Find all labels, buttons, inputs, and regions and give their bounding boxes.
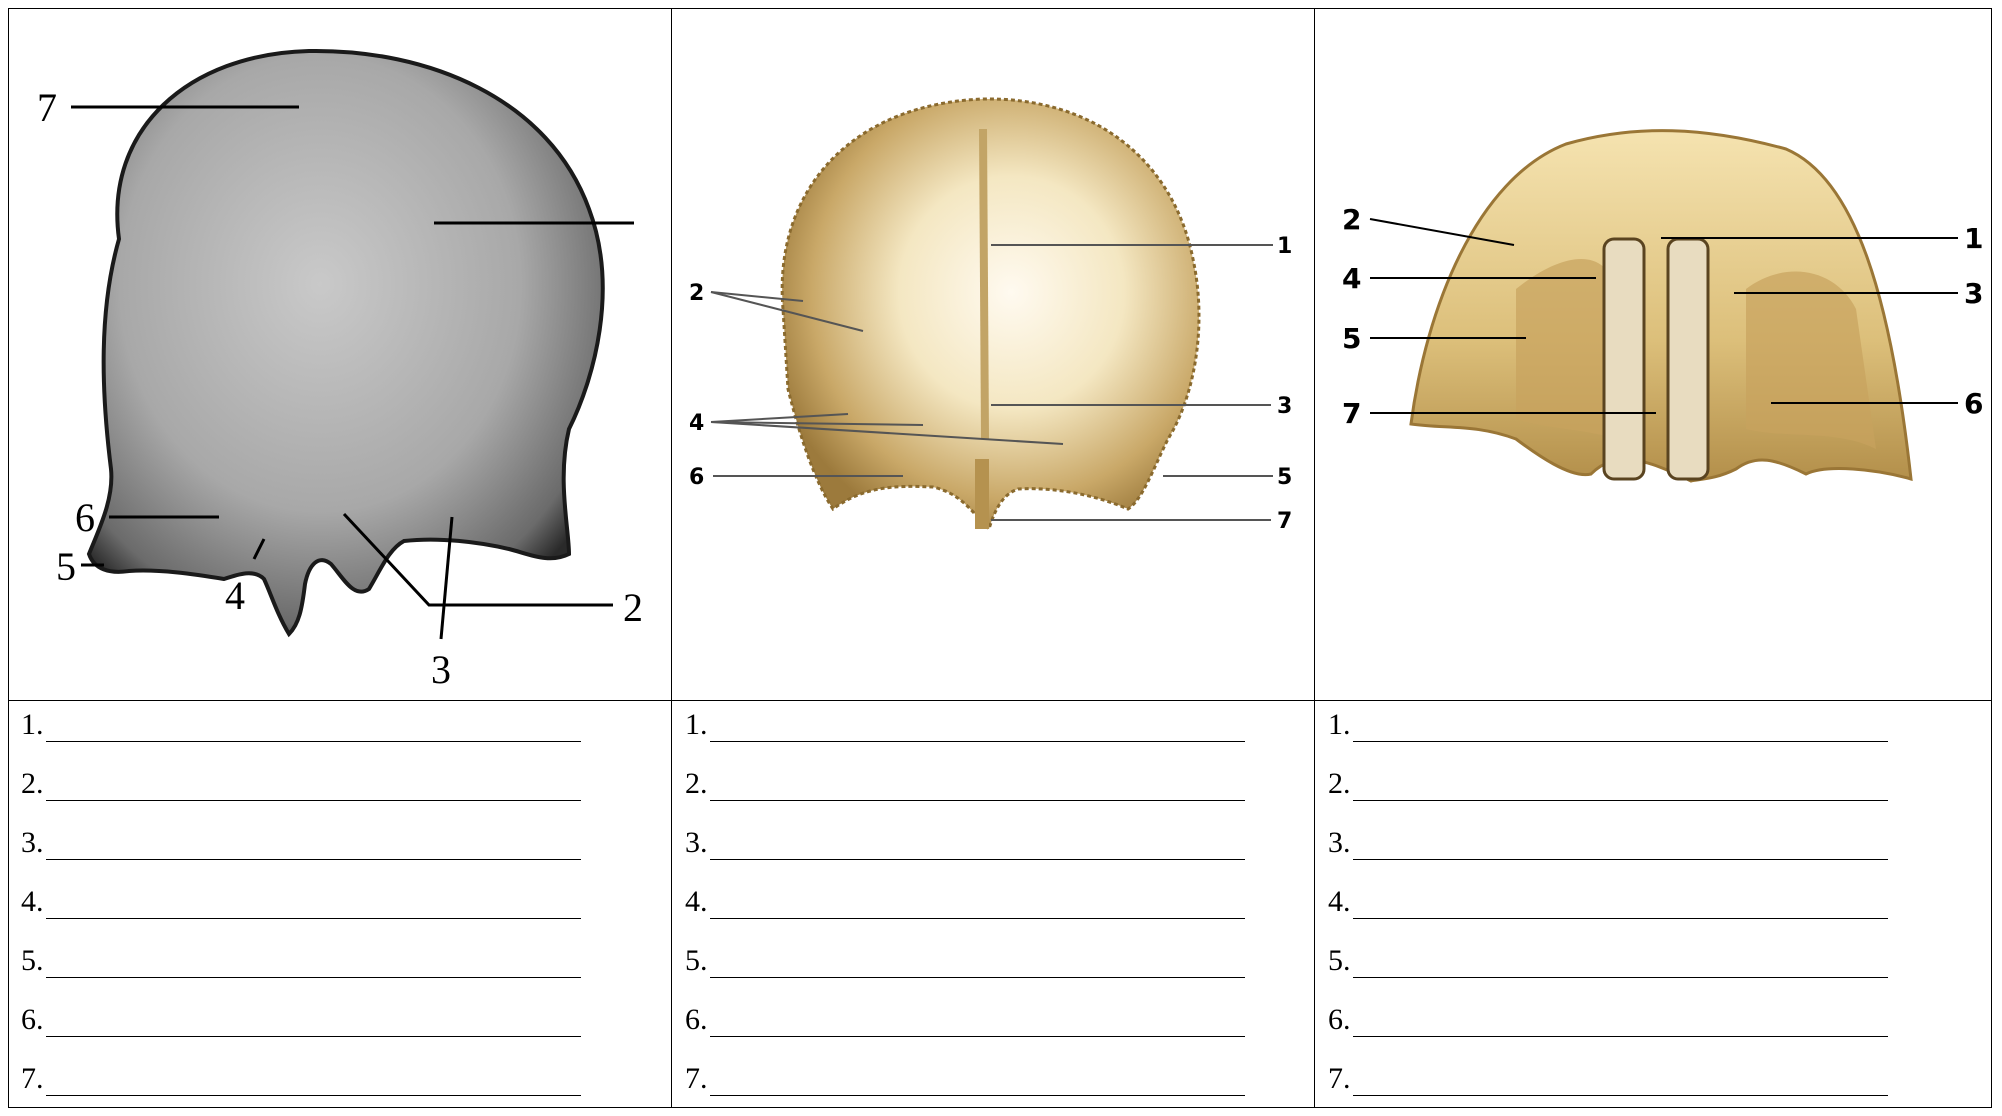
figure-cell-3: 2 4 5 7 1 3 6 [1316, 9, 1993, 700]
figure-label: 6 [1964, 387, 1983, 420]
answer-row: 4. [21, 879, 581, 919]
answer-row: 6. [685, 997, 1245, 1037]
answer-row: 6. [1328, 997, 1888, 1037]
figure-label: 7 [1342, 397, 1361, 430]
answer-row: 5. [1328, 938, 1888, 978]
answer-blank[interactable] [46, 949, 581, 978]
frontal-bone-external-figure: 7 6 5 4 3 2 [9, 9, 671, 700]
frontal-crest [983, 129, 985, 439]
answer-blank[interactable] [1353, 890, 1888, 919]
answer-blank[interactable] [46, 1067, 581, 1096]
answer-row: 2. [1328, 761, 1888, 801]
figure-label: 1 [1277, 234, 1292, 259]
answer-row: 7. [685, 1056, 1245, 1096]
answer-blank[interactable] [46, 772, 581, 801]
answer-row: 4. [685, 879, 1245, 919]
figure-label: 2 [689, 281, 704, 306]
figure-label: 6 [75, 495, 95, 540]
column-divider [1314, 9, 1315, 1107]
answer-blank[interactable] [710, 949, 1245, 978]
figure-label: 4 [689, 411, 704, 436]
figure-label: 5 [1277, 465, 1292, 490]
figure-label: 7 [1277, 509, 1292, 534]
ethmoidal-notch-right [1668, 239, 1708, 479]
figure-label: 1 [1964, 222, 1983, 255]
figure-label: 6 [689, 465, 704, 490]
answer-row: 5. [685, 938, 1245, 978]
answer-row: 2. [685, 761, 1245, 801]
answer-row: 3. [21, 820, 581, 860]
answer-blank[interactable] [1353, 949, 1888, 978]
answer-column-1: 1. 2. 3. 4. 5. 6. 7. [9, 702, 671, 1107]
frontal-bone-inferior-figure: 2 4 5 7 1 3 6 [1316, 9, 1993, 700]
answer-blank[interactable] [710, 1067, 1245, 1096]
figure-cell-2: 1 2 3 4 5 6 7 [673, 9, 1314, 700]
answer-row: 4. [1328, 879, 1888, 919]
answer-row: 1. [21, 702, 581, 742]
figure-label: 5 [56, 544, 76, 589]
answer-blank[interactable] [710, 1008, 1245, 1037]
answer-blank[interactable] [710, 772, 1245, 801]
answer-row: 6. [21, 997, 581, 1037]
answer-blank[interactable] [46, 713, 581, 742]
foramen-cecum [975, 459, 989, 529]
figure-cell-1: 7 6 5 4 3 2 [9, 9, 671, 700]
figure-label: 2 [623, 585, 643, 630]
answer-blank[interactable] [710, 713, 1245, 742]
answer-row: 2. [21, 761, 581, 801]
answer-column-3: 1. 2. 3. 4. 5. 6. 7. [1316, 702, 1993, 1107]
answer-blank[interactable] [710, 890, 1245, 919]
answer-row: 1. [685, 702, 1245, 742]
ethmoidal-notch-left [1604, 239, 1644, 479]
answer-blank[interactable] [1353, 713, 1888, 742]
answer-row: 3. [1328, 820, 1888, 860]
answer-row: 5. [21, 938, 581, 978]
figure-label: 3 [431, 647, 451, 692]
answer-blank[interactable] [1353, 1008, 1888, 1037]
answer-row: 1. [1328, 702, 1888, 742]
bone-shape [89, 51, 603, 634]
figure-label: 4 [1342, 262, 1361, 295]
answer-blank[interactable] [710, 831, 1245, 860]
figure-label: 3 [1277, 394, 1292, 419]
answer-blank[interactable] [46, 831, 581, 860]
answer-blank[interactable] [1353, 831, 1888, 860]
answer-row: 7. [21, 1056, 581, 1096]
bone-shape [782, 99, 1199, 529]
row-divider [9, 700, 1991, 701]
column-divider [671, 9, 672, 1107]
figure-label: 7 [37, 85, 57, 130]
answer-column-2: 1. 2. 3. 4. 5. 6. 7. [673, 702, 1314, 1107]
frontal-bone-internal-figure: 1 2 3 4 5 6 7 [673, 9, 1314, 700]
answer-row: 7. [1328, 1056, 1888, 1096]
answer-row: 3. [685, 820, 1245, 860]
figure-label: 2 [1342, 203, 1361, 236]
figure-label: 3 [1964, 277, 1983, 310]
answer-blank[interactable] [46, 890, 581, 919]
figure-label: 4 [225, 573, 245, 618]
answer-blank[interactable] [1353, 772, 1888, 801]
worksheet-table: 7 6 5 4 3 2 [8, 8, 1992, 1108]
answer-blank[interactable] [1353, 1067, 1888, 1096]
answer-blank[interactable] [46, 1008, 581, 1037]
figure-label: 5 [1342, 322, 1361, 355]
